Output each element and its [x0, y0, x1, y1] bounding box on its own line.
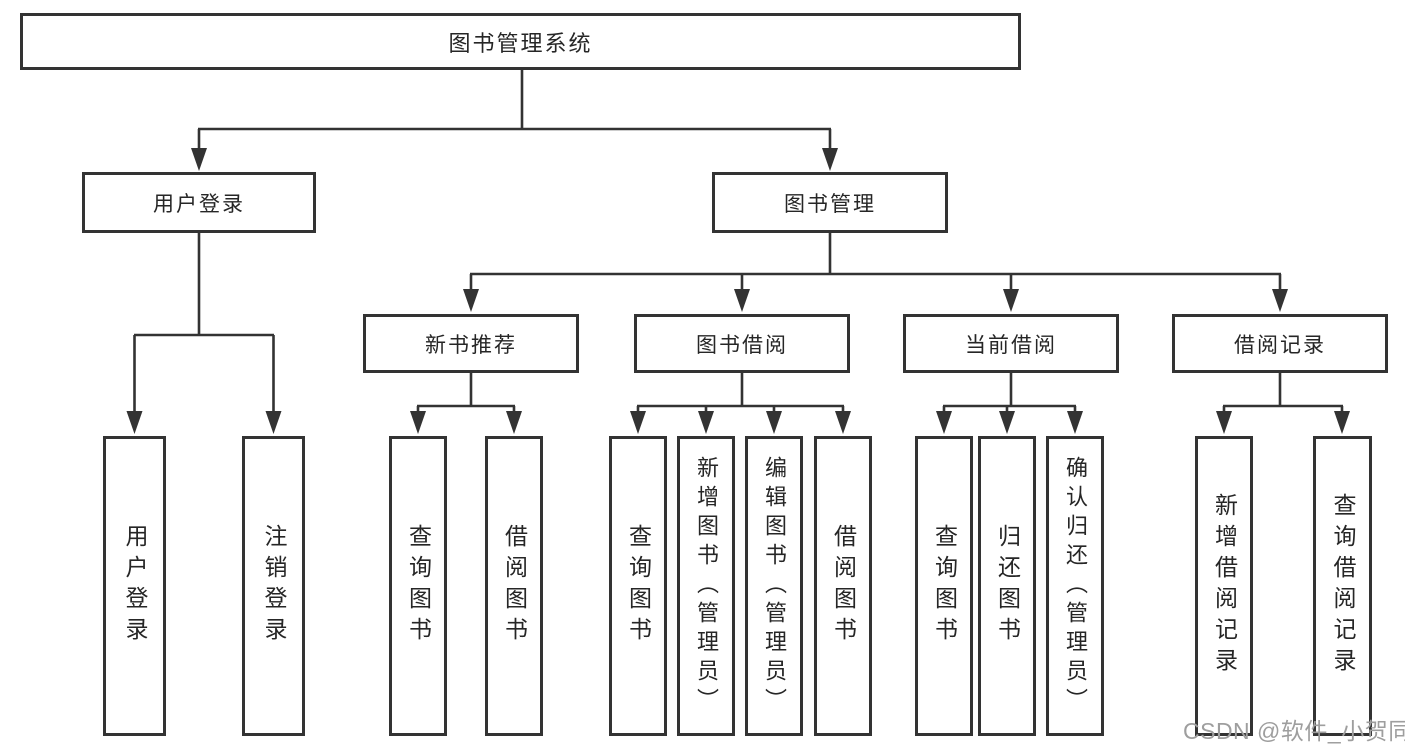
- leaf-edit-book-admin-label: 编辑图书（管理员）: [762, 455, 787, 717]
- node-user-login-label: 用户登录: [153, 192, 245, 216]
- leaf-add-book-admin: 新增图书（管理员）: [677, 436, 735, 736]
- leaf-borrow-books-recommend-label: 借阅图书: [501, 524, 528, 648]
- node-root-label: 图书管理系统: [448, 30, 593, 56]
- leaf-query-borrow-record: 查询借阅记录: [1313, 436, 1372, 736]
- csdn-watermark: CSDN @软件_小贺同学: [1183, 718, 1405, 744]
- leaf-logout-label: 注销登录: [261, 524, 287, 648]
- leaf-query-books-borrow-label: 查询图书: [625, 524, 652, 648]
- leaf-return-book-label: 归还图书: [994, 524, 1021, 648]
- node-user-login: 用户登录: [82, 172, 316, 233]
- leaf-return-book: 归还图书: [978, 436, 1036, 736]
- leaf-user-login: 用户登录: [103, 436, 166, 736]
- leaf-query-books-current-label: 查询图书: [931, 524, 958, 648]
- node-book-borrow: 图书借阅: [634, 314, 850, 373]
- leaf-query-books-recommend-label: 查询图书: [405, 524, 432, 648]
- node-book-borrow-label: 图书借阅: [696, 333, 788, 357]
- node-borrow-records-label: 借阅记录: [1234, 333, 1326, 357]
- leaf-add-book-admin-label: 新增图书（管理员）: [694, 455, 719, 717]
- node-book-management: 图书管理: [712, 172, 948, 233]
- node-book-management-label: 图书管理: [784, 192, 876, 216]
- leaf-edit-book-admin: 编辑图书（管理员）: [745, 436, 803, 736]
- leaf-confirm-return-admin-label: 确认归还（管理员）: [1063, 455, 1088, 717]
- leaf-user-login-label: 用户登录: [122, 524, 148, 648]
- node-current-borrow-label: 当前借阅: [965, 333, 1057, 357]
- leaf-query-books-borrow: 查询图书: [609, 436, 667, 736]
- leaf-borrow-books-recommend: 借阅图书: [485, 436, 543, 736]
- leaf-query-books-current: 查询图书: [915, 436, 973, 736]
- leaf-logout: 注销登录: [242, 436, 305, 736]
- leaf-add-borrow-record-label: 新增借阅记录: [1211, 493, 1238, 679]
- leaf-query-books-recommend: 查询图书: [389, 436, 447, 736]
- leaf-borrow-books: 借阅图书: [814, 436, 872, 736]
- node-root: 图书管理系统: [20, 13, 1021, 70]
- node-current-borrow: 当前借阅: [903, 314, 1119, 373]
- leaf-add-borrow-record: 新增借阅记录: [1195, 436, 1253, 736]
- leaf-query-borrow-record-label: 查询借阅记录: [1330, 493, 1356, 679]
- leaf-borrow-books-label: 借阅图书: [830, 524, 857, 648]
- leaf-confirm-return-admin: 确认归还（管理员）: [1046, 436, 1104, 736]
- node-new-book-recommend-label: 新书推荐: [425, 333, 517, 357]
- node-borrow-records: 借阅记录: [1172, 314, 1388, 373]
- node-new-book-recommend: 新书推荐: [363, 314, 579, 373]
